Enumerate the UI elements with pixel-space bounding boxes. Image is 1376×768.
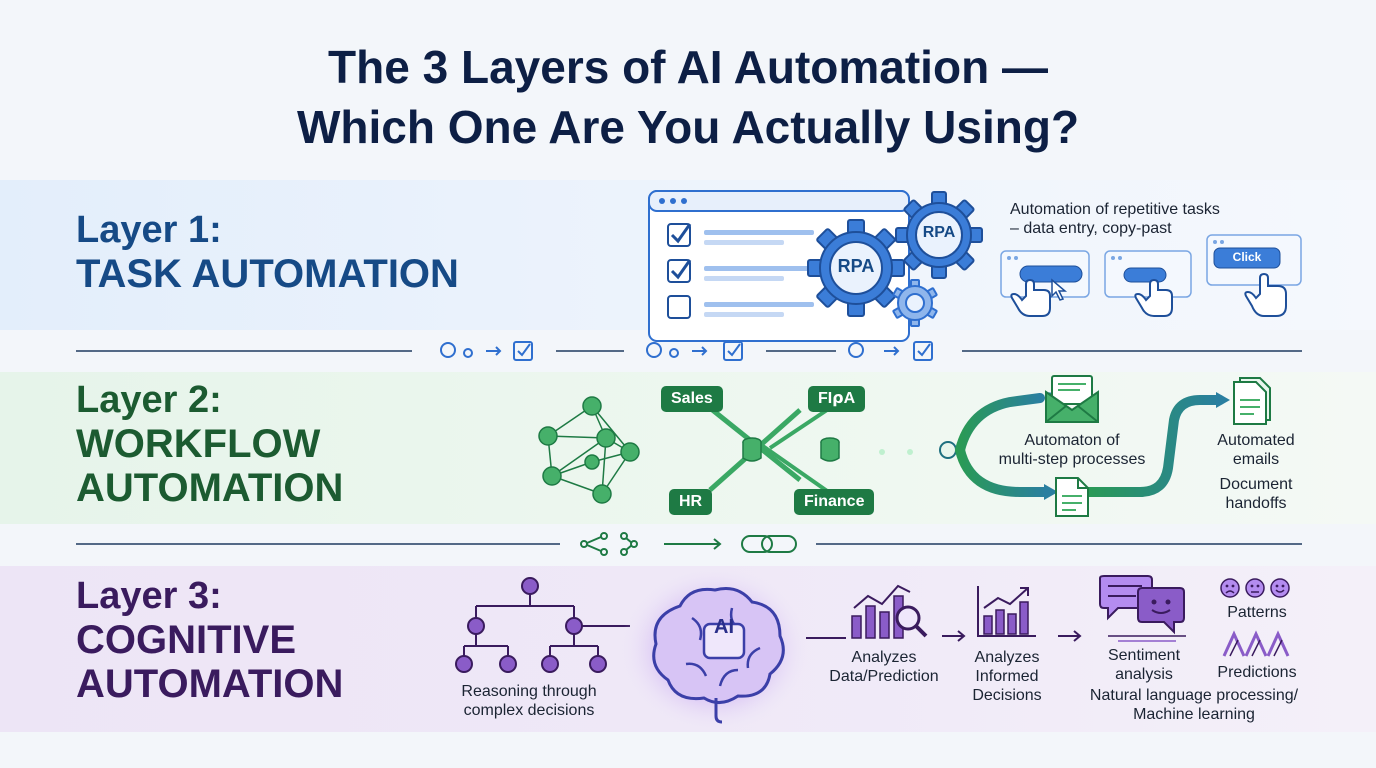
nlp-caption-line1: Natural language processing/ <box>1089 687 1299 704</box>
network-graph-icon <box>538 396 640 504</box>
layer1-caption: Automation of repetitive tasks – data en… <box>1010 200 1220 238</box>
layer1-caption-line1: Automation of repetitive tasks <box>1010 201 1220 218</box>
pattern-chevrons-icon <box>1222 630 1290 657</box>
layer2-label-title: WORKFLOW <box>76 421 321 466</box>
layer3-label-title: COGNITIVE <box>76 617 297 662</box>
analyze2-caption: Analyzes Informed Decisions <box>948 648 1066 705</box>
click-window-3-icon <box>1206 234 1302 317</box>
pill-hr: HR <box>669 489 713 515</box>
click-window-1-icon <box>1000 250 1090 317</box>
analyze1-caption: Analyzes Data/Prediction <box>818 648 950 686</box>
click-window-2-icon <box>1104 250 1192 317</box>
tree-caption-line2: complex decisions <box>463 702 595 719</box>
workflow-right-caption-line4: handoffs <box>1225 495 1287 512</box>
emoji-faces-icon <box>1220 578 1290 598</box>
pill-fipa: FI⍴A <box>808 386 866 412</box>
workflow-caption-line2: multi-step processes <box>998 451 1146 468</box>
layer1-caption-line2: – data entry, copy-past <box>1010 220 1172 237</box>
rpa-gear-small-icon <box>895 191 983 279</box>
workflow-right-caption: Automated emails Document handoffs <box>1196 431 1316 513</box>
analyze1-caption-line1: Analyzes <box>851 649 917 666</box>
layer2-label-title2: AUTOMATION <box>76 465 344 510</box>
arrow-right-icon-2 <box>1058 630 1082 642</box>
workflow-caption: Automaton of multi-step processes <box>984 431 1160 469</box>
sentiment-caption: Sentiment analysis <box>1086 646 1202 684</box>
layer1-label-number: Layer 1: <box>76 209 222 251</box>
nlp-caption: Natural language processing/ Machine lea… <box>1068 686 1320 724</box>
nlp-caption-line2: Machine learning <box>1133 706 1255 723</box>
divider-2 <box>76 532 1302 556</box>
click-button-label: Click <box>1232 250 1262 264</box>
workflow-right-caption-line3: Document <box>1219 476 1293 493</box>
rpa-gear-large-icon <box>807 219 905 317</box>
text-lines-decor <box>1108 635 1186 642</box>
rpa-gear-large-label: RPA <box>837 256 875 276</box>
brain-ai-label: AI <box>714 616 734 638</box>
sentiment-caption-line2: analysis <box>1115 666 1173 683</box>
decision-tree-icon <box>455 577 630 673</box>
workflow-right-caption-line2: emails <box>1232 451 1280 468</box>
document-icon <box>1055 477 1089 517</box>
brain-output-arrow <box>806 637 846 639</box>
rpa-gear-small-label: RPA <box>922 224 956 241</box>
patterns-label: Patterns <box>1227 604 1287 621</box>
analyze2-caption-line1: Analyzes <box>974 649 1040 666</box>
workflow-flow-lines <box>650 392 1230 502</box>
email-icon <box>1045 375 1099 423</box>
growth-chart-icon <box>977 586 1036 637</box>
pill-sales: Sales <box>661 386 723 412</box>
divider-1 <box>76 341 1302 361</box>
workflow-caption-line1: Automaton of <box>1024 432 1120 449</box>
chat-sentiment-icon <box>1099 575 1185 635</box>
layer1-label: Layer 1: TASK AUTOMATION <box>76 209 459 296</box>
layer1-label-title: TASK AUTOMATION <box>76 251 459 296</box>
sentiment-caption-line1: Sentiment <box>1107 647 1181 664</box>
analytics-chart-icon <box>851 584 928 639</box>
layer3-label: Layer 3: COGNITIVE AUTOMATION <box>76 575 344 706</box>
layer2-label-number: Layer 2: <box>76 379 222 421</box>
tree-caption-line1: Reasoning through <box>461 683 597 700</box>
pill-finance: Finance <box>794 489 875 515</box>
page-title-line2: Which One Are You Actually Using? <box>296 101 1080 153</box>
layer3-label-title2: AUTOMATION <box>76 661 344 706</box>
tree-caption: Reasoning through complex decisions <box>444 682 614 720</box>
arrow-right-icon <box>942 630 966 642</box>
analyze2-caption-line2: Informed <box>975 668 1039 685</box>
small-gear-icon <box>892 279 938 327</box>
workflow-right-caption-line1: Automated <box>1217 432 1295 449</box>
analyze2-caption-line3: Decisions <box>972 687 1042 704</box>
layer2-label: Layer 2: WORKFLOW AUTOMATION <box>76 379 344 510</box>
document-stack-icon <box>1233 377 1271 425</box>
predictions-label: Predictions <box>1217 664 1297 681</box>
analyze1-caption-line2: Data/Prediction <box>829 668 939 685</box>
layer3-label-number: Layer 3: <box>76 575 222 617</box>
ai-brain-icon <box>620 566 810 732</box>
page-title-line1: The 3 Layers of AI Automation — <box>328 41 1048 93</box>
